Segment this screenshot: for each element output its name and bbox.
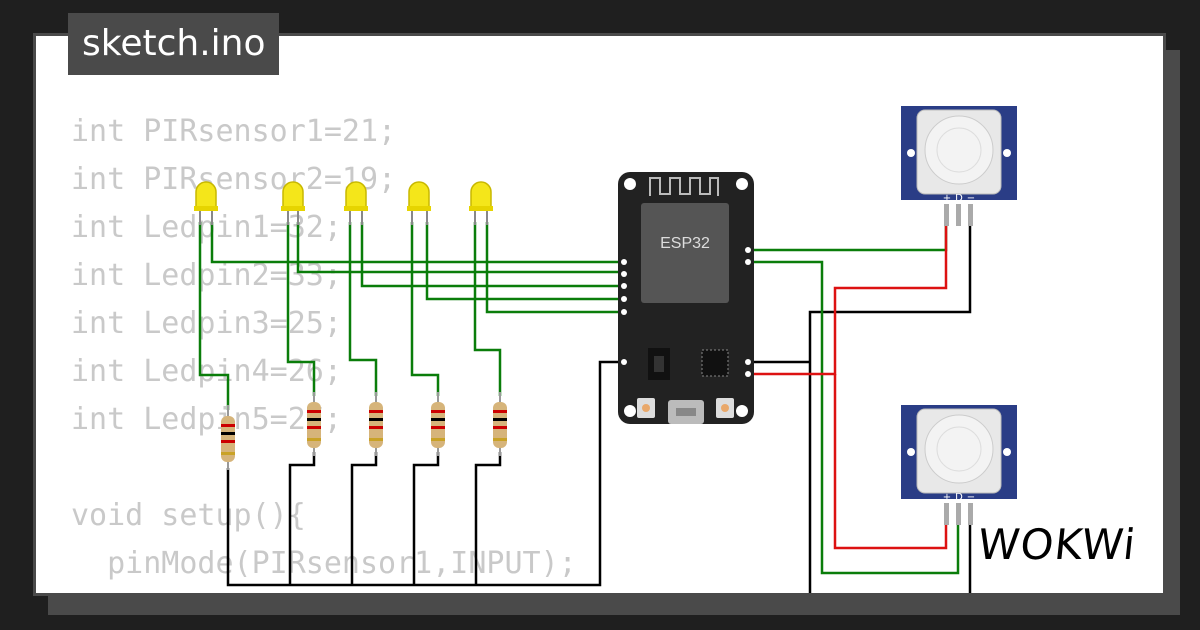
pir-pin-label: D bbox=[955, 193, 963, 204]
code-line: pinMode(PIRsensor1,INPUT); bbox=[71, 546, 577, 581]
resistor bbox=[221, 405, 235, 470]
led bbox=[469, 181, 493, 225]
resistor bbox=[369, 392, 383, 456]
led bbox=[344, 181, 368, 225]
code-line: int PIRsensor1=21; bbox=[71, 114, 397, 149]
esp32-pins bbox=[621, 247, 751, 377]
led-signal-wires bbox=[198, 222, 622, 410]
esp32-module bbox=[641, 203, 729, 303]
leds bbox=[194, 181, 493, 225]
code-line: int PIRsensor2=19; bbox=[71, 162, 397, 197]
file-tab[interactable]: sketch.ino bbox=[68, 13, 280, 75]
code-line: int Ledpin1=32; bbox=[71, 210, 342, 245]
code-line: void setup(){ bbox=[71, 498, 306, 533]
led bbox=[407, 181, 431, 225]
resistor bbox=[493, 392, 507, 456]
pir-pin-label: − bbox=[967, 492, 975, 503]
ground-wires bbox=[226, 224, 972, 593]
wokwi-logo: WOKWi bbox=[975, 520, 1139, 569]
led bbox=[194, 181, 218, 225]
pir-pin-label: D bbox=[955, 492, 963, 503]
resistors bbox=[221, 392, 507, 470]
pir-pin-label: − bbox=[967, 193, 975, 204]
pir-sensor-1: + D − bbox=[901, 106, 1017, 226]
resistor bbox=[431, 392, 445, 456]
pir-sensor-2: + D − bbox=[901, 405, 1017, 525]
code-line: int Ledpin2=33; bbox=[71, 258, 342, 293]
pir-pin-label: + bbox=[943, 193, 951, 204]
resistor bbox=[307, 392, 321, 456]
code-line: int Ledpin3=25; bbox=[71, 306, 342, 341]
led bbox=[281, 181, 305, 225]
esp32-board: ESP32 bbox=[618, 172, 754, 424]
code-line: int Ledpin4=26; bbox=[71, 354, 342, 389]
pir-pin-label: + bbox=[943, 492, 951, 503]
board-label: ESP32 bbox=[660, 235, 710, 252]
pir-wires bbox=[748, 224, 960, 575]
code-preview: int PIRsensor1=21; int PIRsensor2=19; int … bbox=[71, 108, 577, 593]
